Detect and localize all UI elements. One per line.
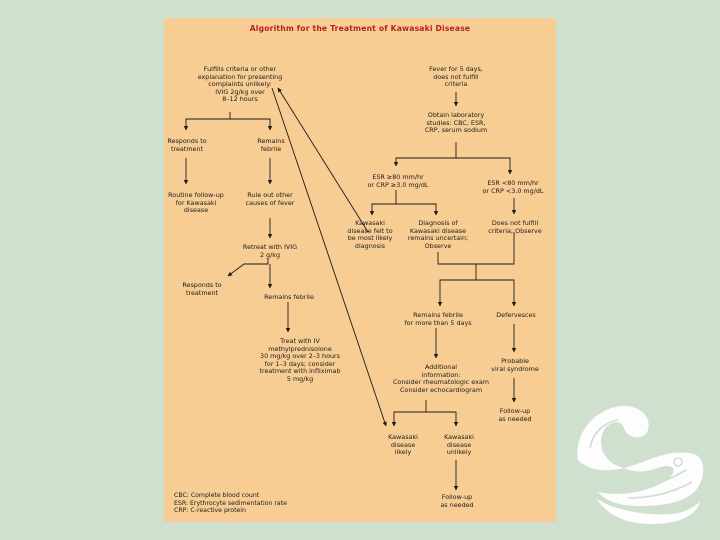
node-kawasaki-likely: Kawasaki disease likely: [388, 433, 418, 457]
abbreviation-legend: CBC: Complete blood count ESR: Erythrocy…: [174, 492, 374, 515]
node-rule-out-fever: Rule out other causes of fever: [245, 191, 295, 207]
node-not-fulfill-observe: Does not fulfill criteria; Observe: [488, 219, 542, 235]
arrow-to-remains-febrile-days: [437, 264, 477, 307]
arrow-to-remains-febrile: [230, 118, 273, 131]
arrow-to-responds-2: [227, 258, 269, 277]
algorithm-poster: Algorithm for the Treatment of Kawasaki …: [164, 18, 556, 522]
arrow-to-kawasaki-unlikely: [426, 411, 459, 427]
node-remains-febrile-2: Remains febrile: [264, 293, 314, 301]
node-retreat-ivig: Retreat with IVIG 2 g/kg: [242, 243, 298, 259]
node-remains-febrile-1: Remains febrile: [257, 137, 285, 153]
node-obtain-lab: Obtain laboratory studies: CBC, ESR, CRP…: [424, 111, 488, 135]
node-followup-1: Follow-up as needed: [498, 407, 532, 423]
legend-esr: ESR: Erythrocyte sedimentation rate: [174, 499, 287, 507]
flowchart-arrows: [183, 87, 517, 491]
arrow-to-responds: [183, 112, 231, 131]
arrow-down-to-kawasaki-likely: [271, 87, 387, 427]
arrow-to-esr-low: [456, 157, 513, 175]
node-dx-uncertain: Diagnosis of Kawasaki disease remains un…: [407, 219, 469, 250]
node-routine-followup: Routine follow-up for Kawasaki disease: [168, 191, 224, 215]
node-responds-treatment-2: Responds to treatment: [182, 281, 222, 297]
node-responds-treatment: Responds to treatment: [167, 137, 207, 153]
arrow-to-esr-high: [393, 142, 457, 167]
node-followup-2: Follow-up as needed: [440, 493, 474, 509]
node-kawasaki-likely-dx: Kawasaki disease felt to be most likely …: [347, 219, 393, 250]
arrow-to-dx-uncertain: [396, 203, 439, 216]
jade-dragon-emblem-icon: [577, 405, 704, 524]
node-remains-febrile-days: Remains febrile for more than 5 days: [404, 311, 472, 327]
node-treat-methylpred: Treat with IV methylprednisolone 30 mg/k…: [259, 337, 341, 383]
node-esr-low: ESR <80 mm/hr or CRP <3.0 mg/dL: [482, 179, 544, 195]
node-esr-high: ESR ≥80 mm/hr or CRP ≥3.0 mg/dL: [367, 173, 429, 189]
arrow-back-to-ivig: [277, 87, 369, 233]
node-defervesces: Defervesces: [496, 311, 536, 319]
poster-title: Algorithm for the Treatment of Kawasaki …: [249, 24, 471, 33]
arrow-to-defervesces: [476, 279, 517, 307]
arrow-to-kawasaki-likely: [391, 400, 427, 427]
node-probable-viral: Probable viral syndrome: [491, 357, 539, 373]
node-additional-info: Additional information: Consider rheumat…: [392, 363, 490, 394]
node-kawasaki-unlikely: Kawasaki disease unlikely: [444, 433, 474, 457]
arrow-to-kawasaki-likely-dx: [369, 190, 397, 216]
legend-cbc: CBC: Complete blood count: [174, 492, 260, 499]
legend-crp: CRP: C-reactive protein: [174, 507, 246, 515]
node-fever-5-days: Fever for 5 days, does not fulfill crite…: [429, 65, 483, 89]
node-fulfills-criteria: Fulfills criteria or other explanation f…: [197, 65, 283, 104]
